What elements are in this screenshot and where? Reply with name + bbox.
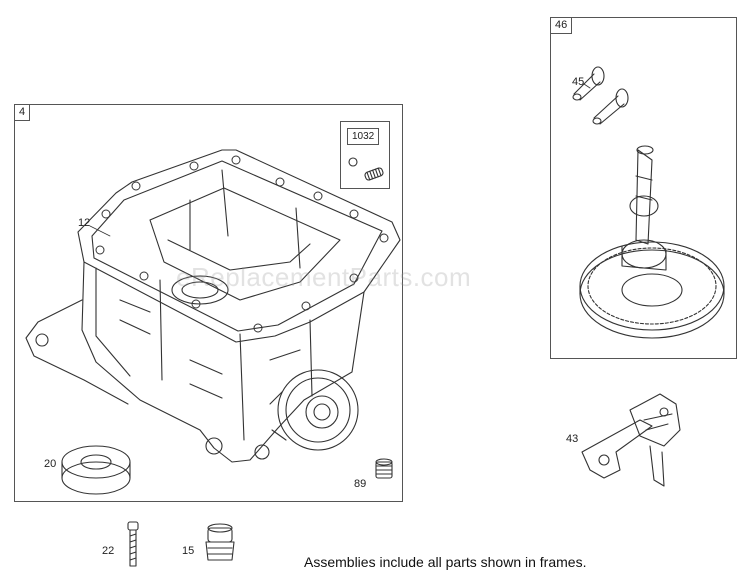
frame-tag-sump: 4 <box>15 105 31 121</box>
callout-89: 89 <box>354 478 367 490</box>
callout-45: 45 <box>572 76 585 88</box>
seal-kit-frame: 1032 <box>340 121 390 189</box>
callout-43: 43 <box>566 433 579 445</box>
governor-bracket-drawing <box>581 393 681 487</box>
seal-kit-parts-drawing <box>348 157 384 181</box>
callout-20: 20 <box>44 458 57 470</box>
camshaft-drawing <box>572 66 725 339</box>
callout-15: 15 <box>182 545 195 557</box>
callout-12: 12 <box>78 217 91 229</box>
frame-tag-seal-kit: 1032 <box>347 128 380 145</box>
plug-drawing <box>375 458 393 479</box>
drain-plug-drawing <box>205 523 235 561</box>
oil-seal-drawing <box>61 445 131 495</box>
watermark: eReplacementParts.com <box>176 262 472 292</box>
callout-22: 22 <box>102 545 115 557</box>
sump-housing-drawing <box>25 149 401 463</box>
frame-tag-camshaft: 46 <box>551 18 573 34</box>
bolt-drawing <box>127 521 139 567</box>
assemblies-footnote: Assemblies include all parts shown in fr… <box>304 554 587 570</box>
